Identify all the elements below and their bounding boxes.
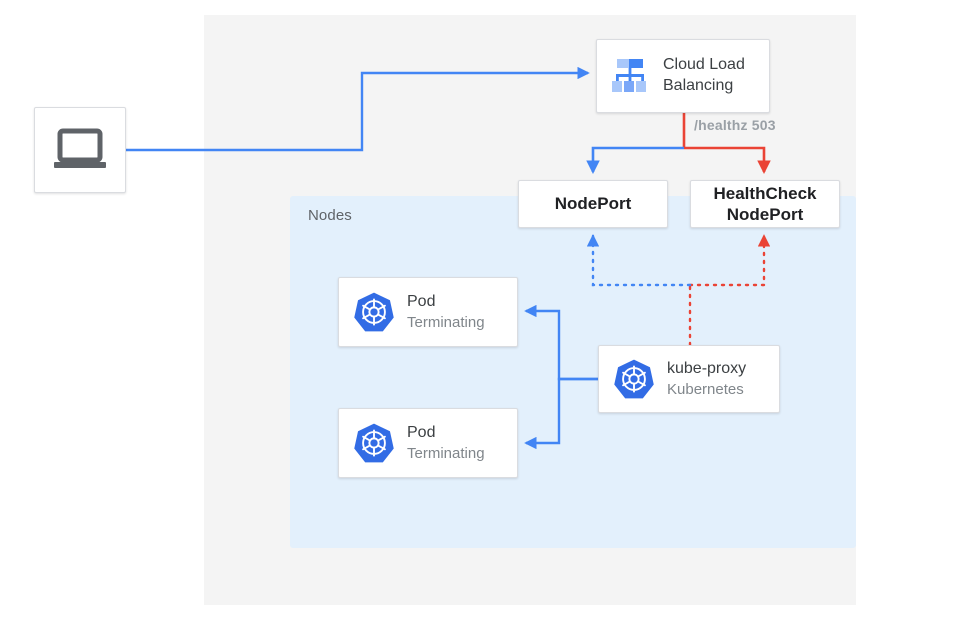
pod-node-2-status: Terminating bbox=[407, 444, 485, 462]
kube-proxy-node[interactable]: kube-proxy Kubernetes bbox=[598, 345, 780, 413]
nodes-panel-label: Nodes bbox=[308, 207, 352, 224]
cloud-load-balancing-title: Cloud Load bbox=[663, 56, 745, 74]
cloud-load-balancing-text: Cloud Load Balancing bbox=[663, 55, 745, 97]
kube-proxy-subtitle: Kubernetes bbox=[667, 380, 744, 398]
laptop-icon bbox=[52, 128, 108, 172]
healthz-503-label: /healthz 503 bbox=[694, 117, 776, 133]
healthcheck-nodeport-text: HealthCheck NodePort bbox=[714, 183, 817, 226]
cloud-load-balancing-icon bbox=[609, 57, 651, 95]
healthcheck-nodeport-label: HealthCheck bbox=[713, 183, 817, 203]
kubernetes-icon bbox=[613, 358, 655, 400]
pod-node-1-title: Pod bbox=[407, 292, 436, 310]
pod-node-1[interactable]: Pod Terminating bbox=[338, 277, 518, 347]
kubernetes-icon bbox=[353, 291, 395, 333]
client-node[interactable] bbox=[34, 107, 126, 193]
nodeport-label: NodePort bbox=[554, 194, 632, 214]
pod-node-2-text: Pod Terminating bbox=[407, 423, 485, 463]
pod-node-1-status: Terminating bbox=[407, 313, 485, 331]
kube-proxy-title: kube-proxy bbox=[667, 359, 747, 377]
cloud-load-balancing-node[interactable]: Cloud Load Balancing bbox=[596, 39, 770, 113]
kubernetes-icon bbox=[353, 422, 395, 464]
healthcheck-nodeport-label-line2: NodePort bbox=[726, 205, 804, 224]
nodeport-node[interactable]: NodePort bbox=[518, 180, 668, 228]
pod-node-2-title: Pod bbox=[407, 423, 436, 441]
pod-node-1-text: Pod Terminating bbox=[407, 292, 485, 332]
healthcheck-nodeport-node[interactable]: HealthCheck NodePort bbox=[690, 180, 840, 228]
pod-node-2[interactable]: Pod Terminating bbox=[338, 408, 518, 478]
cloud-load-balancing-title-line2: Balancing bbox=[663, 77, 734, 94]
kube-proxy-text: kube-proxy Kubernetes bbox=[667, 359, 746, 399]
